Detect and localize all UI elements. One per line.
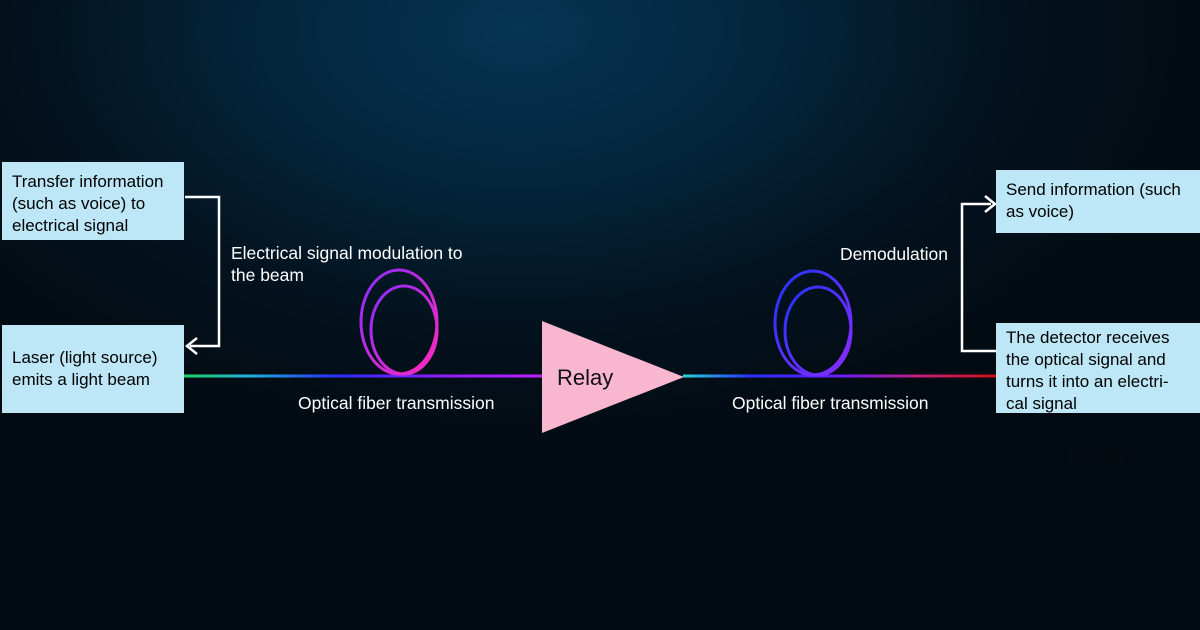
fiber-left-label: Optical fiber transmission: [298, 393, 495, 413]
arrowhead-send: [984, 195, 998, 213]
detector-text: The detector receives the optical signal…: [1006, 328, 1170, 413]
laser-box: Laser (light source) emits a light beam: [2, 325, 184, 413]
fiber-right-label: Optical fiber transmission: [732, 393, 929, 413]
fiber-coil-left: [359, 268, 439, 376]
transfer-info-box: Transfer information (such as voice) to …: [2, 162, 184, 240]
send-info-box: Send information (such as voice): [996, 170, 1200, 233]
arrow-transfer-to-laser: [185, 195, 221, 348]
arrowhead-laser: [184, 337, 198, 355]
relay-amplifier: [542, 321, 684, 433]
receiver-label: 接收端: [1068, 447, 1122, 468]
send-info-text: Send information (such as voice): [1006, 180, 1181, 221]
demodulation-label: Demodulation: [840, 244, 948, 264]
detector-box: The detector receives the optical signal…: [996, 323, 1200, 413]
modulation-label: Electrical signal modulation to the beam: [231, 243, 463, 285]
transfer-info-text: Transfer information (such as voice) to …: [12, 172, 164, 235]
laser-text: Laser (light source) emits a light beam: [12, 348, 158, 389]
arrow-detector-to-send: [960, 202, 996, 353]
relay-label: Relay: [557, 365, 614, 390]
fiber-coil-right: [773, 269, 853, 377]
